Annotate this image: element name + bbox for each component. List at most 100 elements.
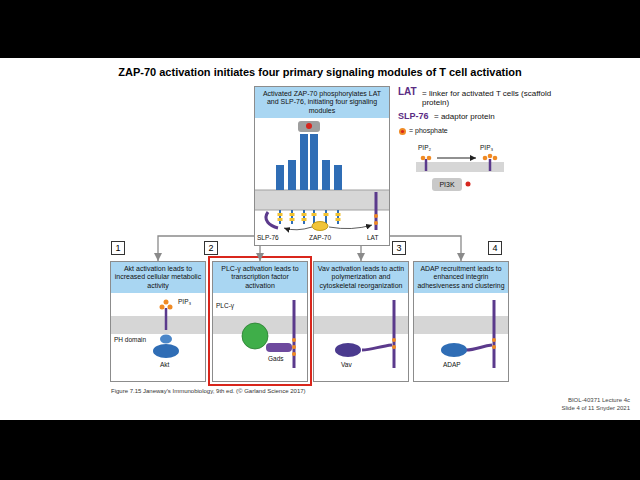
plc-gamma [242,323,268,349]
phosphate-dot [164,300,169,305]
protein-label: ADAP [443,361,461,368]
itam-tails [280,210,338,224]
heading-band: Vav activation leads to actin polymeriza… [314,262,408,293]
mhc-peptide [298,121,320,132]
slp76-protein [466,345,492,350]
cd3-chain [288,160,296,190]
protein-label: Akt [160,361,169,368]
protein-label: ZAP-70 [309,234,331,241]
membrane [255,190,389,210]
box-heading: Akt activation leads to increased cellul… [114,265,202,290]
legend-text: = phosphate [409,127,448,134]
branch-arrow [158,236,254,261]
itam [336,218,341,221]
phosphate-dot [160,305,165,310]
slp76-protein [362,345,392,350]
callout-number: 3 [392,241,406,255]
lat-protein [293,300,296,368]
itam [302,213,307,216]
phosphate-dot [292,338,296,342]
heading-band: PLC-γ activation leads to transcription … [213,262,307,293]
box-heading: ADAP recruitment leads to enhanced integ… [417,265,505,290]
lipid [489,159,492,171]
module-box: Vav activation leads to actin polymeriza… [313,261,409,382]
tcr-chain [310,134,318,190]
tail [325,210,327,224]
protein-label: PLC-γ [216,302,234,309]
phosphate-dot [492,338,496,342]
phosphate-dot [493,156,498,161]
definition: = linker for activated T cells (scaffold… [422,89,572,107]
adap-protein [441,343,467,357]
phosphate-dot [466,182,471,187]
tail [303,210,305,224]
box-heading: Vav activation leads to actin polymeriza… [317,265,405,290]
protein-label: Gads [268,355,284,362]
membrane [111,316,205,334]
module-box: Akt activation leads to increased cellul… [110,261,206,382]
enzyme-name: PI3K [439,181,454,188]
heading-band: Activated ZAP-70 phosphorylates LAT and … [255,87,389,118]
lat-protein [375,192,378,230]
itam [336,213,341,216]
callout-number: 3 [396,243,401,253]
molecule-label: PIP₃ [480,144,493,151]
phosphate-dot [392,345,396,349]
tail [313,210,315,224]
itams [278,213,341,221]
branch-arrow [360,246,361,261]
phosphate-dot [292,345,296,349]
molecule-label: PIP₂ [418,144,431,151]
akt-kinase [153,344,179,358]
molecule-label: PIP₃ [178,298,191,305]
cd3-chain [276,165,284,190]
vav-protein [335,343,361,357]
phosphorylation-arrow [284,227,312,230]
gads-adaptor [266,343,292,352]
phosphate-dot [488,154,493,159]
protein-label: PH domain [114,336,150,343]
cd3-chain [334,165,342,190]
phosphate-dot [292,352,296,356]
callout-number: 1 [115,243,120,253]
tail [337,210,339,224]
module-box: ADAP recruitment leads to enhanced integ… [413,261,509,382]
definition: = adaptor protein [434,112,495,121]
heading-band: Akt activation leads to increased cellul… [111,262,205,293]
membrane-edge [255,210,389,211]
peptide [306,123,312,129]
itam [278,213,283,216]
figure-caption: Figure 7.15 Janeway's Immunobiology, 9th… [111,388,306,395]
branch-arrow [259,246,260,261]
box-heading: Activated ZAP-70 phosphorylates LAT and … [258,90,386,115]
callout-number: 4 [488,241,502,255]
phosphate-symbol [399,128,406,135]
phosphate-dot [168,305,173,310]
phosphate-symbol [401,130,404,133]
letterbox-bar [0,0,640,58]
term: SLP-76 [398,111,429,121]
protein-label: SLP-76 [257,234,279,241]
phosphate-dot [427,156,432,161]
tail [279,210,281,224]
phosphate-dot [492,345,496,349]
slide-footer: Slide 4 of 11 Snyder 2021 [470,405,630,412]
lipid [165,308,168,330]
slide-title: ZAP-70 activation initiates four primary… [20,66,620,79]
phosphate-dot [483,156,488,161]
branch-arrow [390,236,461,261]
legend-item: = phosphate [398,127,448,136]
lat-protein [393,300,396,368]
protein-label: Vav [341,361,352,368]
letterbox-bar [0,420,640,480]
module-box: Activated ZAP-70 phosphorylates LAT and … [254,86,390,246]
itam [278,218,283,221]
cd3-chain [322,160,330,190]
itam [312,213,317,216]
itam [290,218,295,221]
ph-domain [160,335,172,344]
phosphorylation-arrow [329,225,372,229]
slp76-protein [266,212,278,228]
module-box: PLC-γ activation leads to transcription … [212,261,308,382]
slide-footer: BIOL-40371 Lecture 4c [470,397,630,404]
